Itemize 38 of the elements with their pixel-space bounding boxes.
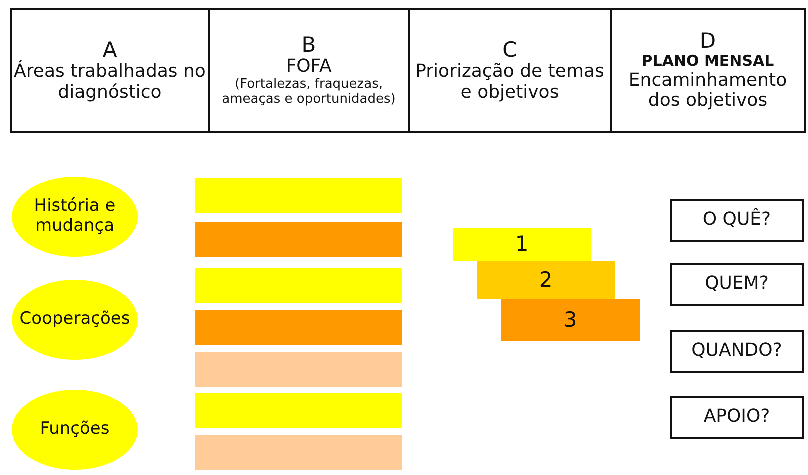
question-label: O QUÊ?	[702, 210, 772, 231]
color-bar	[195, 352, 402, 387]
column-letter: D	[700, 29, 716, 54]
column-title: Encaminhamento dos objetivos	[628, 70, 788, 112]
priority-number: 3	[564, 308, 578, 332]
question-box	[670, 396, 804, 439]
question-box	[670, 330, 804, 373]
priority-box	[477, 261, 615, 299]
question-box	[670, 199, 804, 242]
column-title: FOFA	[286, 57, 332, 78]
color-bar	[195, 435, 402, 470]
column-title: Priorização de temas e objetivos	[414, 62, 606, 104]
question-box	[670, 263, 804, 306]
topic-label: História e mudança	[33, 197, 117, 237]
column-letter: A	[102, 38, 118, 62]
color-bar	[195, 393, 402, 428]
question-label: APOIO?	[704, 407, 770, 428]
topic-label: Cooperações	[20, 310, 130, 330]
topic-label: Funções	[40, 420, 110, 440]
question-label: QUANDO?	[692, 341, 782, 362]
priority-number: 1	[515, 232, 529, 257]
column-letter: C	[502, 38, 518, 62]
column-title: Áreas trabalhadas no diagnóstico	[13, 62, 207, 104]
color-bar	[195, 178, 402, 213]
header-cell	[210, 8, 410, 133]
question-label: QUEM?	[705, 274, 769, 295]
priority-box	[453, 228, 591, 261]
color-bar	[195, 310, 402, 345]
plan-heading: PLANO MENSAL	[642, 53, 774, 70]
column-letter: B	[302, 33, 316, 58]
priority-number: 2	[539, 268, 553, 292]
header-cell	[10, 8, 210, 133]
color-bar	[195, 222, 402, 257]
header-cell	[612, 8, 806, 133]
header-cell	[410, 8, 612, 133]
column-note: (Fortalezas, fraquezas, ameaças e oportunidades)	[221, 78, 397, 108]
priority-box	[501, 299, 640, 341]
color-bar	[195, 268, 402, 303]
